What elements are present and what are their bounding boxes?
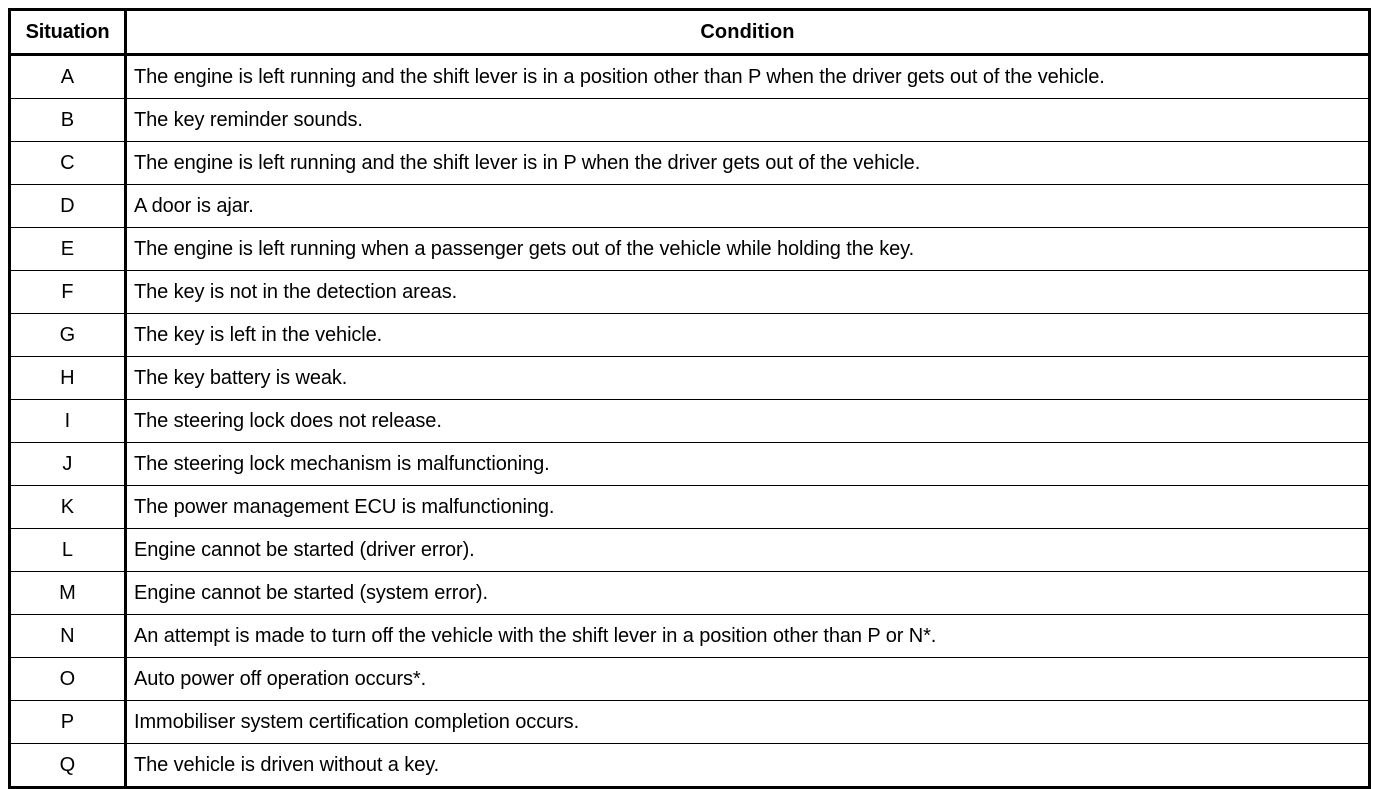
cell-situation: F xyxy=(9,270,127,314)
cell-condition: The key is left in the vehicle. xyxy=(125,313,1370,357)
cell-condition: The key battery is weak. xyxy=(125,356,1370,400)
cell-condition: The engine is left running and the shift… xyxy=(125,141,1370,185)
cell-condition: An attempt is made to turn off the vehic… xyxy=(125,614,1370,658)
cell-situation: P xyxy=(9,700,127,744)
cell-situation: C xyxy=(9,141,127,185)
cell-situation: B xyxy=(9,98,127,142)
column-header-condition: Condition xyxy=(125,9,1370,56)
cell-condition: Auto power off operation occurs*. xyxy=(125,657,1370,701)
cell-condition: The steering lock mechanism is malfuncti… xyxy=(125,442,1370,486)
cell-condition: The engine is left running when a passen… xyxy=(125,227,1370,271)
cell-condition: The engine is left running and the shift… xyxy=(125,54,1370,99)
cell-situation: A xyxy=(9,54,127,99)
cell-condition: The power management ECU is malfunctioni… xyxy=(125,485,1370,529)
cell-condition: A door is ajar. xyxy=(125,184,1370,228)
cell-condition: The steering lock does not release. xyxy=(125,399,1370,443)
cell-condition: The key is not in the detection areas. xyxy=(125,270,1370,314)
cell-situation: L xyxy=(9,528,127,572)
cell-situation: I xyxy=(9,399,127,443)
cell-situation: E xyxy=(9,227,127,271)
column-header-situation: Situation xyxy=(9,9,127,56)
cell-situation: J xyxy=(9,442,127,486)
table-header-row: Situation Condition xyxy=(9,9,1370,56)
cell-situation: K xyxy=(9,485,127,529)
cell-situation: D xyxy=(9,184,127,228)
table-header: Situation Condition xyxy=(9,9,1370,56)
cell-situation: O xyxy=(9,657,127,701)
cell-situation: H xyxy=(9,356,127,400)
cell-condition: Engine cannot be started (system error). xyxy=(125,571,1370,615)
cell-condition: The vehicle is driven without a key. xyxy=(125,743,1370,788)
cell-situation: G xyxy=(9,313,127,357)
cell-situation: M xyxy=(9,571,127,615)
cell-condition: The key reminder sounds. xyxy=(125,98,1370,142)
cell-situation: N xyxy=(9,614,127,658)
cell-condition: Engine cannot be started (driver error). xyxy=(125,528,1370,572)
cell-situation: Q xyxy=(9,743,127,788)
cell-condition: Immobiliser system certification complet… xyxy=(125,700,1370,744)
